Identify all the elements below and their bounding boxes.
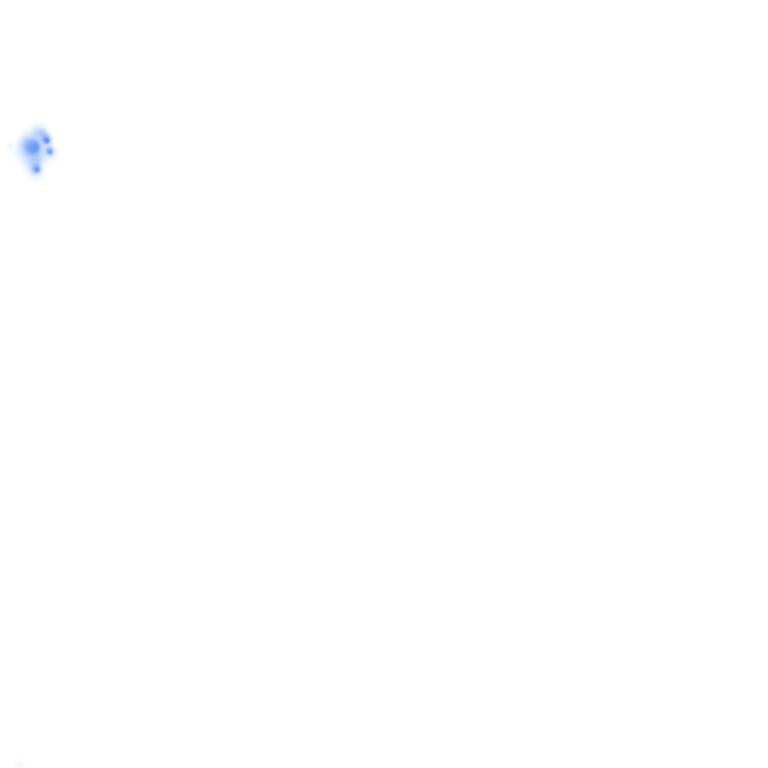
data-point [33, 150, 45, 162]
data-point [33, 129, 43, 139]
data-point [7, 144, 13, 150]
data-point [31, 125, 41, 135]
data-point [16, 761, 24, 768]
data-point [41, 150, 51, 160]
data-point [22, 137, 40, 155]
data-point [38, 123, 46, 131]
data-point [41, 132, 49, 140]
data-point [35, 168, 39, 172]
data-point [38, 137, 50, 149]
data-point [44, 142, 52, 150]
data-point [45, 139, 49, 143]
data-point [25, 161, 35, 171]
data-point [19, 140, 41, 162]
data-point [28, 166, 40, 178]
data-point [23, 137, 35, 149]
data-point [38, 155, 48, 165]
data-point [32, 165, 40, 173]
data-point [48, 150, 52, 154]
data-point [26, 153, 40, 167]
data-point [20, 147, 32, 159]
data-point [36, 144, 46, 154]
data-point [33, 170, 43, 180]
data-point [45, 147, 53, 155]
data-point [30, 145, 38, 153]
data-point [26, 141, 40, 155]
data-point [31, 158, 41, 168]
data-point [36, 127, 44, 135]
data-point [29, 152, 41, 164]
data-point [40, 130, 46, 136]
data-point [47, 149, 57, 159]
data-point [42, 136, 50, 144]
data-point [23, 131, 33, 141]
